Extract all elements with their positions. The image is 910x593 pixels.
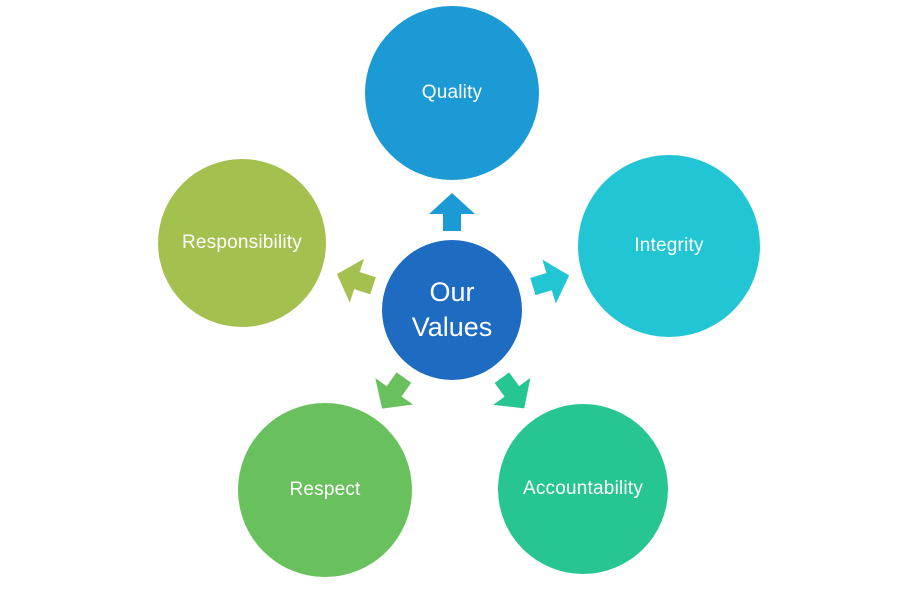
arrow-down-right-shape [493, 372, 531, 409]
value-circle-quality: Quality [365, 6, 539, 180]
arrow-up-to-quality-icon [429, 193, 475, 231]
arrow-right-shape [530, 259, 570, 304]
value-circle-respect: Respect [238, 403, 412, 577]
value-label-respect: Respect [289, 479, 361, 500]
value-circle-integrity: Integrity [578, 155, 760, 337]
center-circle-our-values: Our Values [382, 240, 522, 380]
arrow-up-shape [429, 193, 475, 231]
center-label: Our Values [411, 276, 493, 342]
value-label-responsibility: Responsibility [181, 232, 303, 253]
arrow-down-right-to-accountability-icon [493, 372, 531, 409]
arrow-down-left-to-respect-icon [375, 372, 413, 409]
arrow-left-to-responsibility-icon [336, 258, 376, 303]
value-label-integrity: Integrity [634, 235, 704, 256]
arrow-left-shape [336, 258, 376, 303]
arrow-down-left-shape [375, 372, 413, 409]
arrow-right-to-integrity-icon [530, 259, 570, 304]
value-label-accountability: Accountability [522, 478, 644, 499]
value-circle-accountability: Accountability [498, 404, 668, 574]
value-circle-responsibility: Responsibility [158, 159, 326, 327]
value-label-quality: Quality [421, 82, 483, 103]
